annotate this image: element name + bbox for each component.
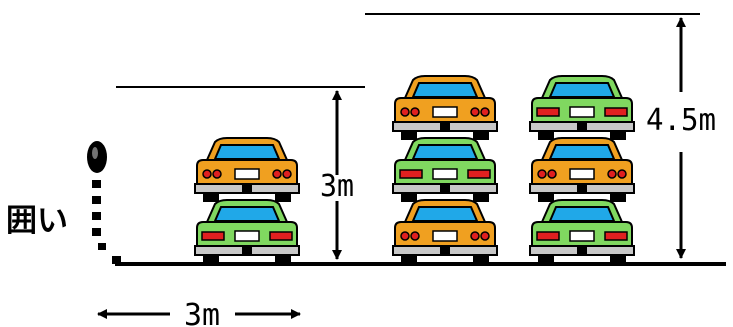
orange-car xyxy=(529,137,635,202)
wheel xyxy=(401,130,417,140)
wheel xyxy=(538,192,554,202)
rear-window xyxy=(411,206,479,222)
wheel xyxy=(538,130,554,140)
license-plate xyxy=(234,230,260,242)
fence-dot xyxy=(92,180,101,188)
hitch xyxy=(577,247,587,254)
rear-window xyxy=(548,206,616,222)
hitch xyxy=(440,185,450,192)
tail-light xyxy=(400,231,410,241)
license-plate xyxy=(432,168,458,180)
wheel xyxy=(203,192,219,202)
green-car xyxy=(392,137,498,202)
tail-light xyxy=(202,169,212,179)
license-plate xyxy=(569,106,595,118)
wheel xyxy=(401,192,417,202)
tail-light xyxy=(537,169,547,179)
orange-car xyxy=(194,137,300,202)
wheel xyxy=(473,254,489,264)
tail-light xyxy=(269,231,293,241)
tail-light xyxy=(480,231,490,241)
fence-label: 囲い xyxy=(6,203,68,239)
wheel xyxy=(275,254,291,264)
tail-light xyxy=(467,169,491,179)
hitch xyxy=(242,247,252,254)
tail-light xyxy=(399,169,423,179)
fence-dot xyxy=(98,243,106,250)
hitch xyxy=(440,123,450,130)
green-car xyxy=(529,75,635,140)
tail-light xyxy=(536,231,560,241)
fence-dot xyxy=(92,212,101,220)
wheel xyxy=(473,130,489,140)
license-plate xyxy=(569,168,595,180)
hitch xyxy=(577,123,587,130)
rear-window xyxy=(548,82,616,98)
license-plate xyxy=(432,230,458,242)
car-stacks xyxy=(194,75,635,264)
wheel xyxy=(538,254,554,264)
wheel xyxy=(610,254,626,264)
tail-light xyxy=(282,169,292,179)
wheel xyxy=(610,192,626,202)
green-car xyxy=(529,199,635,264)
rear-window xyxy=(548,144,616,160)
tail-light xyxy=(547,169,557,179)
license-plate xyxy=(234,168,260,180)
fence-post xyxy=(87,141,121,264)
car-stack-left xyxy=(194,137,300,264)
height-label-3m: 3m xyxy=(320,169,354,204)
fence-post-head xyxy=(87,141,107,173)
tail-light xyxy=(617,169,627,179)
car-stack-middle xyxy=(392,75,498,264)
tail-light xyxy=(536,107,560,117)
rear-window xyxy=(213,206,281,222)
width-label-3m: 3m xyxy=(184,298,220,327)
wheel xyxy=(275,192,291,202)
tail-light xyxy=(201,231,225,241)
wheel xyxy=(610,130,626,140)
fence-dot xyxy=(112,256,121,264)
tail-light xyxy=(607,169,617,179)
rear-window xyxy=(213,144,281,160)
fence-dot xyxy=(92,228,101,236)
fence-dot xyxy=(92,196,101,204)
tail-light xyxy=(212,169,222,179)
hitch xyxy=(242,185,252,192)
wheel xyxy=(401,254,417,264)
wheel xyxy=(203,254,219,264)
tail-light xyxy=(604,107,628,117)
tail-light xyxy=(272,169,282,179)
car-stack-right xyxy=(529,75,635,264)
tail-light xyxy=(410,107,420,117)
rear-window xyxy=(411,82,479,98)
height-label-4-5m: 4.5m xyxy=(646,103,716,138)
orange-car xyxy=(392,199,498,264)
hitch xyxy=(577,185,587,192)
hitch xyxy=(440,247,450,254)
tail-light xyxy=(410,231,420,241)
green-car xyxy=(194,199,300,264)
tail-light xyxy=(470,107,480,117)
tail-light xyxy=(470,231,480,241)
tail-light xyxy=(400,107,410,117)
license-plate xyxy=(569,230,595,242)
license-plate xyxy=(432,106,458,118)
wheel xyxy=(473,192,489,202)
tail-light xyxy=(480,107,490,117)
tail-light xyxy=(604,231,628,241)
rear-window xyxy=(411,144,479,160)
orange-car xyxy=(392,75,498,140)
